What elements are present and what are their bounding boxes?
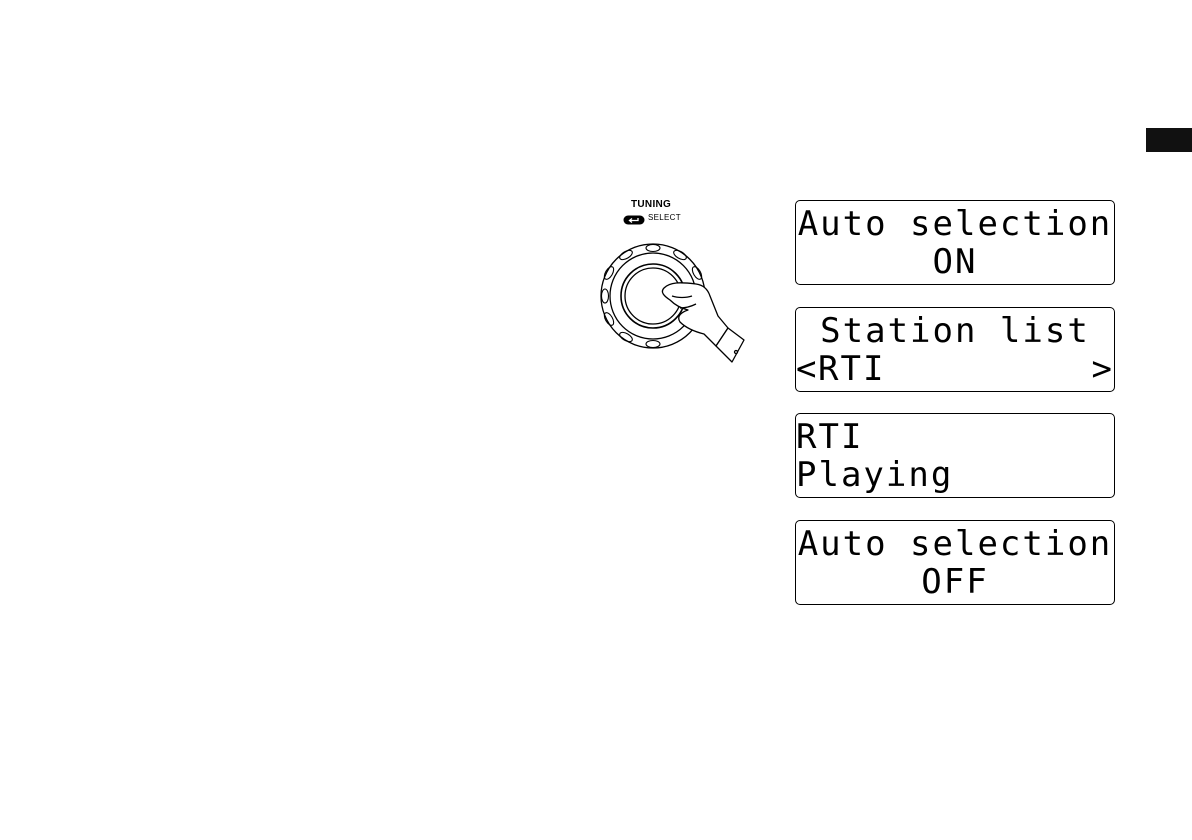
lcd-display-playing: RTI Playing — [795, 413, 1115, 498]
lcd-line-1: Auto selection — [796, 204, 1114, 244]
knob-subtitle-label: SELECT — [648, 213, 681, 222]
lcd-line-2: OFF — [796, 562, 1114, 602]
lcd-line-2: ON — [796, 242, 1114, 282]
lcd-line-1: RTI — [796, 417, 1114, 457]
lcd-display-auto-selection-on: Auto selection ON — [795, 200, 1115, 285]
lcd-line-2: RTI — [796, 349, 1114, 389]
lcd-right-arrow-icon: > — [1092, 349, 1112, 389]
section-tab-marker — [1146, 128, 1192, 152]
lcd-line-1: Station list — [796, 311, 1114, 351]
lcd-display-station-list: Station list < RTI > — [795, 307, 1115, 392]
tuning-select-knob-illustration: TUNING SELECT — [600, 196, 760, 376]
lcd-line-2: Playing — [796, 455, 1114, 495]
rotary-knob-with-hand-icon — [600, 224, 760, 374]
lcd-line-1: Auto selection — [796, 524, 1114, 564]
knob-title-label: TUNING — [631, 199, 671, 210]
lcd-display-auto-selection-off: Auto selection OFF — [795, 520, 1115, 605]
